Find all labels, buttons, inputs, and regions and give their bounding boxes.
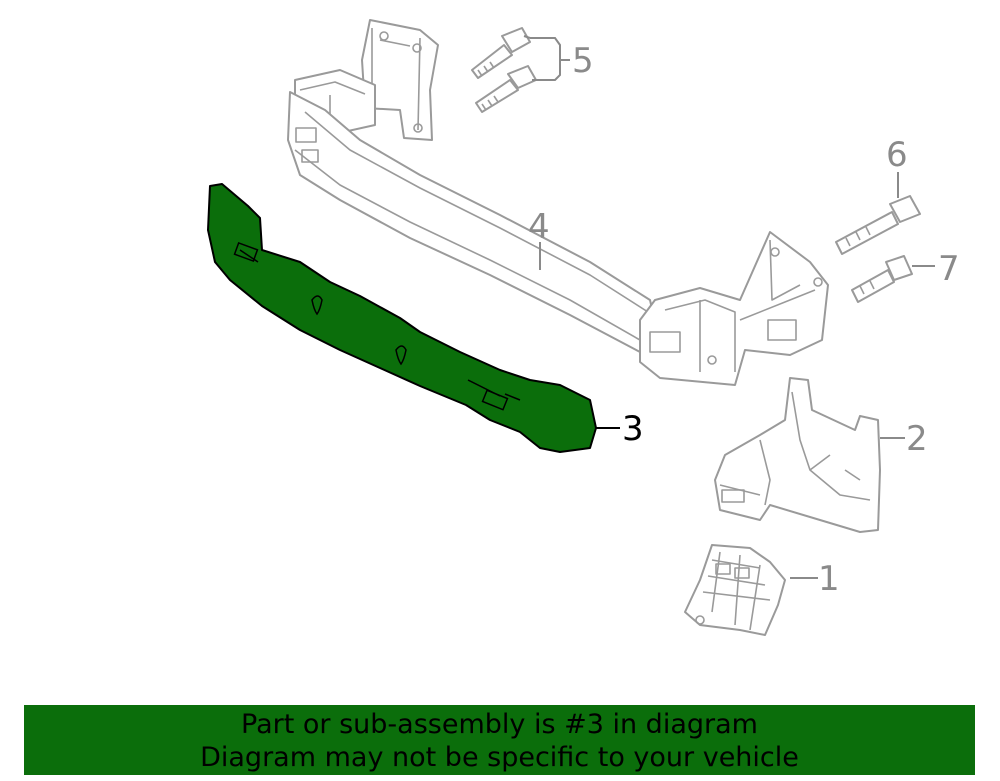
callout-2: 2 bbox=[906, 419, 928, 459]
bolts-upper bbox=[471, 27, 537, 113]
callout-4: 4 bbox=[528, 207, 550, 247]
callout-3[interactable]: 3 bbox=[622, 409, 644, 449]
info-banner: Part or sub-assembly is #3 in diagram Di… bbox=[24, 705, 975, 775]
banner-line-1: Part or sub-assembly is #3 in diagram bbox=[241, 709, 758, 740]
bolt-long bbox=[835, 195, 921, 255]
bracket-lower bbox=[684, 544, 786, 636]
callout-5: 5 bbox=[572, 41, 594, 81]
callout-7: 7 bbox=[938, 249, 960, 289]
banner-line-2: Diagram may not be specific to your vehi… bbox=[200, 742, 799, 773]
callout-1: 1 bbox=[818, 559, 840, 599]
reinforcement-beam bbox=[287, 19, 829, 386]
bracket-side bbox=[714, 377, 881, 533]
callout-leaders bbox=[523, 35, 935, 579]
callout-6: 6 bbox=[886, 135, 908, 175]
bolt-short bbox=[851, 255, 913, 303]
